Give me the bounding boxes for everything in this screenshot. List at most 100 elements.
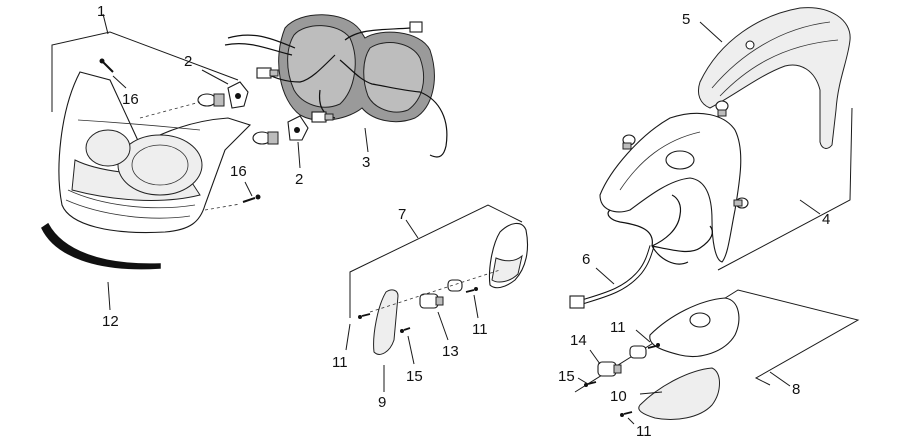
left-indicator-group xyxy=(345,204,529,392)
tail-lens-mount-hole xyxy=(745,40,755,50)
right-indicator-group xyxy=(574,289,860,425)
leader-16-upper xyxy=(112,75,127,89)
callout-9: 9 xyxy=(378,394,386,411)
tail-bulb-1 xyxy=(715,100,729,117)
harness-wire-2 xyxy=(651,194,682,247)
group-7-bracket xyxy=(349,204,523,318)
screw-16-upper xyxy=(99,58,114,73)
tail-bulb-3 xyxy=(733,197,749,209)
leader-8 xyxy=(769,371,791,387)
callout-14: 14 xyxy=(570,332,587,349)
leader-3 xyxy=(364,127,369,153)
leader-7 xyxy=(405,219,419,239)
leader-10 xyxy=(639,391,663,395)
callout-2-upper: 2 xyxy=(184,53,192,70)
harness-sleeve xyxy=(581,245,655,305)
leader-1 xyxy=(102,13,109,35)
screw-11-right-lower xyxy=(620,411,633,417)
cluster-dial-left xyxy=(287,25,356,108)
tail-bulb-2 xyxy=(622,134,636,150)
callout-11-right-upper: 11 xyxy=(610,319,626,336)
screw-axis-lower xyxy=(204,203,241,211)
tail-light-lens-part-5 xyxy=(697,7,851,149)
callout-8: 8 xyxy=(792,381,800,398)
callout-11-center: 11 xyxy=(472,321,488,338)
callout-2-lower: 2 xyxy=(295,171,303,188)
callout-5: 5 xyxy=(682,11,690,28)
leader-2-upper xyxy=(201,69,229,85)
leader-4 xyxy=(799,199,821,215)
leader-13 xyxy=(437,311,449,341)
callout-10: 10 xyxy=(610,388,627,405)
leader-5 xyxy=(699,21,723,43)
screw-15-left xyxy=(400,327,411,333)
callout-labels: 1 2 2 3 4 5 6 7 8 9 10 11 11 11 11 12 13… xyxy=(97,3,830,440)
tail-light-housing-part-4 xyxy=(599,112,742,263)
callout-15-right: 15 xyxy=(558,368,575,385)
indicator-lens-part-9 xyxy=(373,289,399,355)
tail-lens-texture-1 xyxy=(711,21,831,89)
indicator-bulb-part-13 xyxy=(419,293,444,309)
headlight-bulb-upper xyxy=(197,81,249,109)
cluster-bulb-socket-1 xyxy=(256,67,279,79)
tail-lens-texture-2 xyxy=(719,39,839,97)
callout-13: 13 xyxy=(442,343,459,360)
leader-14 xyxy=(589,349,601,365)
leader-11-right xyxy=(473,294,479,319)
screw-11-right xyxy=(465,287,478,293)
rim-strip-part-12 xyxy=(41,222,161,270)
tail-housing-detail xyxy=(619,131,701,191)
indicator-bulb-part-14 xyxy=(597,361,622,377)
indicator-bulb-small xyxy=(447,279,463,292)
leader-15-right xyxy=(577,377,589,385)
indicator-housing-8 xyxy=(649,297,740,358)
callout-6: 6 xyxy=(582,251,590,268)
harness-wire-1 xyxy=(607,209,653,247)
indicator-bulb-right-small xyxy=(629,345,647,359)
instrument-cluster-group xyxy=(224,14,448,158)
cluster-bulb-socket-2 xyxy=(311,111,334,123)
harness-connector xyxy=(569,295,585,309)
harness-wire-3 xyxy=(651,225,713,253)
cluster-wire-5 xyxy=(344,27,411,41)
headlight-trim-line xyxy=(77,119,201,131)
leader-11-left xyxy=(345,323,351,351)
screw-11-left xyxy=(358,313,371,319)
headlight-group xyxy=(41,13,309,311)
indicator-housing-8-socket xyxy=(689,312,711,328)
indicator-axis xyxy=(369,269,501,313)
leader-12 xyxy=(107,281,111,311)
cluster-wire-3 xyxy=(224,43,293,56)
callout-3: 3 xyxy=(362,154,370,171)
bulb-axis-upper xyxy=(139,101,201,119)
screw-16-lower xyxy=(242,194,261,203)
harness-sleeve-inner xyxy=(581,245,654,304)
callout-16-upper: 16 xyxy=(122,91,139,108)
callout-12: 12 xyxy=(102,313,119,330)
group-1-bracket xyxy=(51,31,239,112)
callout-11-right-lower: 11 xyxy=(636,423,652,440)
cluster-wire-2 xyxy=(339,59,448,158)
group-4-bracket xyxy=(717,107,853,271)
callout-4: 4 xyxy=(822,211,830,228)
cluster-connector xyxy=(409,21,423,33)
headlight-reflector-inner xyxy=(131,144,189,186)
wiring-harness-group xyxy=(569,194,713,309)
callout-11-left: 11 xyxy=(332,354,348,371)
screw-15-right xyxy=(584,381,597,387)
leader-2-lower xyxy=(297,141,301,169)
leader-11-right-upper xyxy=(635,329,651,343)
leader-16-lower xyxy=(244,181,253,197)
tail-housing-socket xyxy=(665,150,695,170)
leader-15-left xyxy=(407,335,415,365)
headlight-reflector-left xyxy=(85,129,131,167)
cluster-dial-right xyxy=(363,42,424,113)
leader-11-right-lower xyxy=(627,417,635,425)
callout-16-lower: 16 xyxy=(230,163,247,180)
indicator-lens-part-10 xyxy=(638,367,720,420)
callout-15-left: 15 xyxy=(406,368,423,385)
callout-1: 1 xyxy=(97,3,105,20)
leader-6 xyxy=(595,267,615,285)
